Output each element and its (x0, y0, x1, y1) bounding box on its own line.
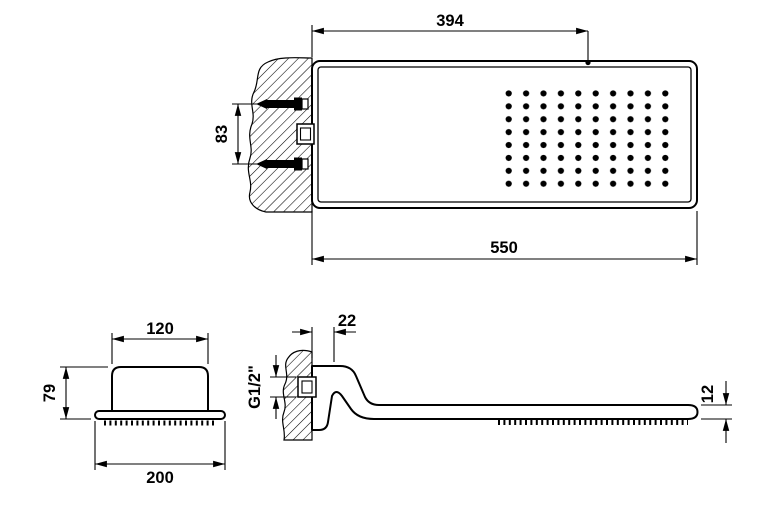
dim-thread: G1/2" (246, 355, 296, 419)
bracket-and-plate-profile (311, 365, 699, 431)
dim-total-width: 550 (311, 211, 698, 265)
dim-partial-width-label: 394 (436, 12, 464, 30)
dim-body-width: 120 (111, 320, 209, 364)
thread-size-label: G1/2" (246, 365, 264, 409)
mount-body-front (111, 366, 209, 412)
side-view: 22 G1/2" 12 (246, 312, 732, 443)
dim-plate-thickness: 12 (699, 381, 732, 443)
dim-partial-width: 394 (311, 12, 591, 66)
shower-head-inner-edge (317, 66, 692, 203)
front-view: 120 79 200 (41, 320, 226, 487)
nozzle-field (500, 87, 678, 190)
dim-base-width: 200 (94, 421, 226, 487)
inlet-fitting-inner (299, 127, 312, 141)
dim-wall-offset: 22 (292, 312, 356, 362)
dim-body-width-label: 120 (146, 320, 174, 338)
dim-height-label: 79 (41, 384, 59, 402)
wall-section-hatched (247, 57, 313, 213)
dim-fixing-distance-label: 83 (213, 125, 231, 143)
dim-wall-offset-label: 22 (338, 312, 356, 330)
reference-point (585, 59, 591, 66)
dim-height: 79 (41, 366, 108, 420)
dim-plate-thickness-label: 12 (699, 385, 717, 403)
dim-fixing-distance: 83 (213, 103, 258, 165)
dim-total-width-label: 550 (490, 239, 518, 257)
dim-base-width-label: 200 (146, 469, 174, 487)
inlet-fitting-side-inner (301, 380, 313, 394)
top-view: 394 550 83 (213, 12, 698, 265)
head-plate-front (94, 410, 226, 420)
